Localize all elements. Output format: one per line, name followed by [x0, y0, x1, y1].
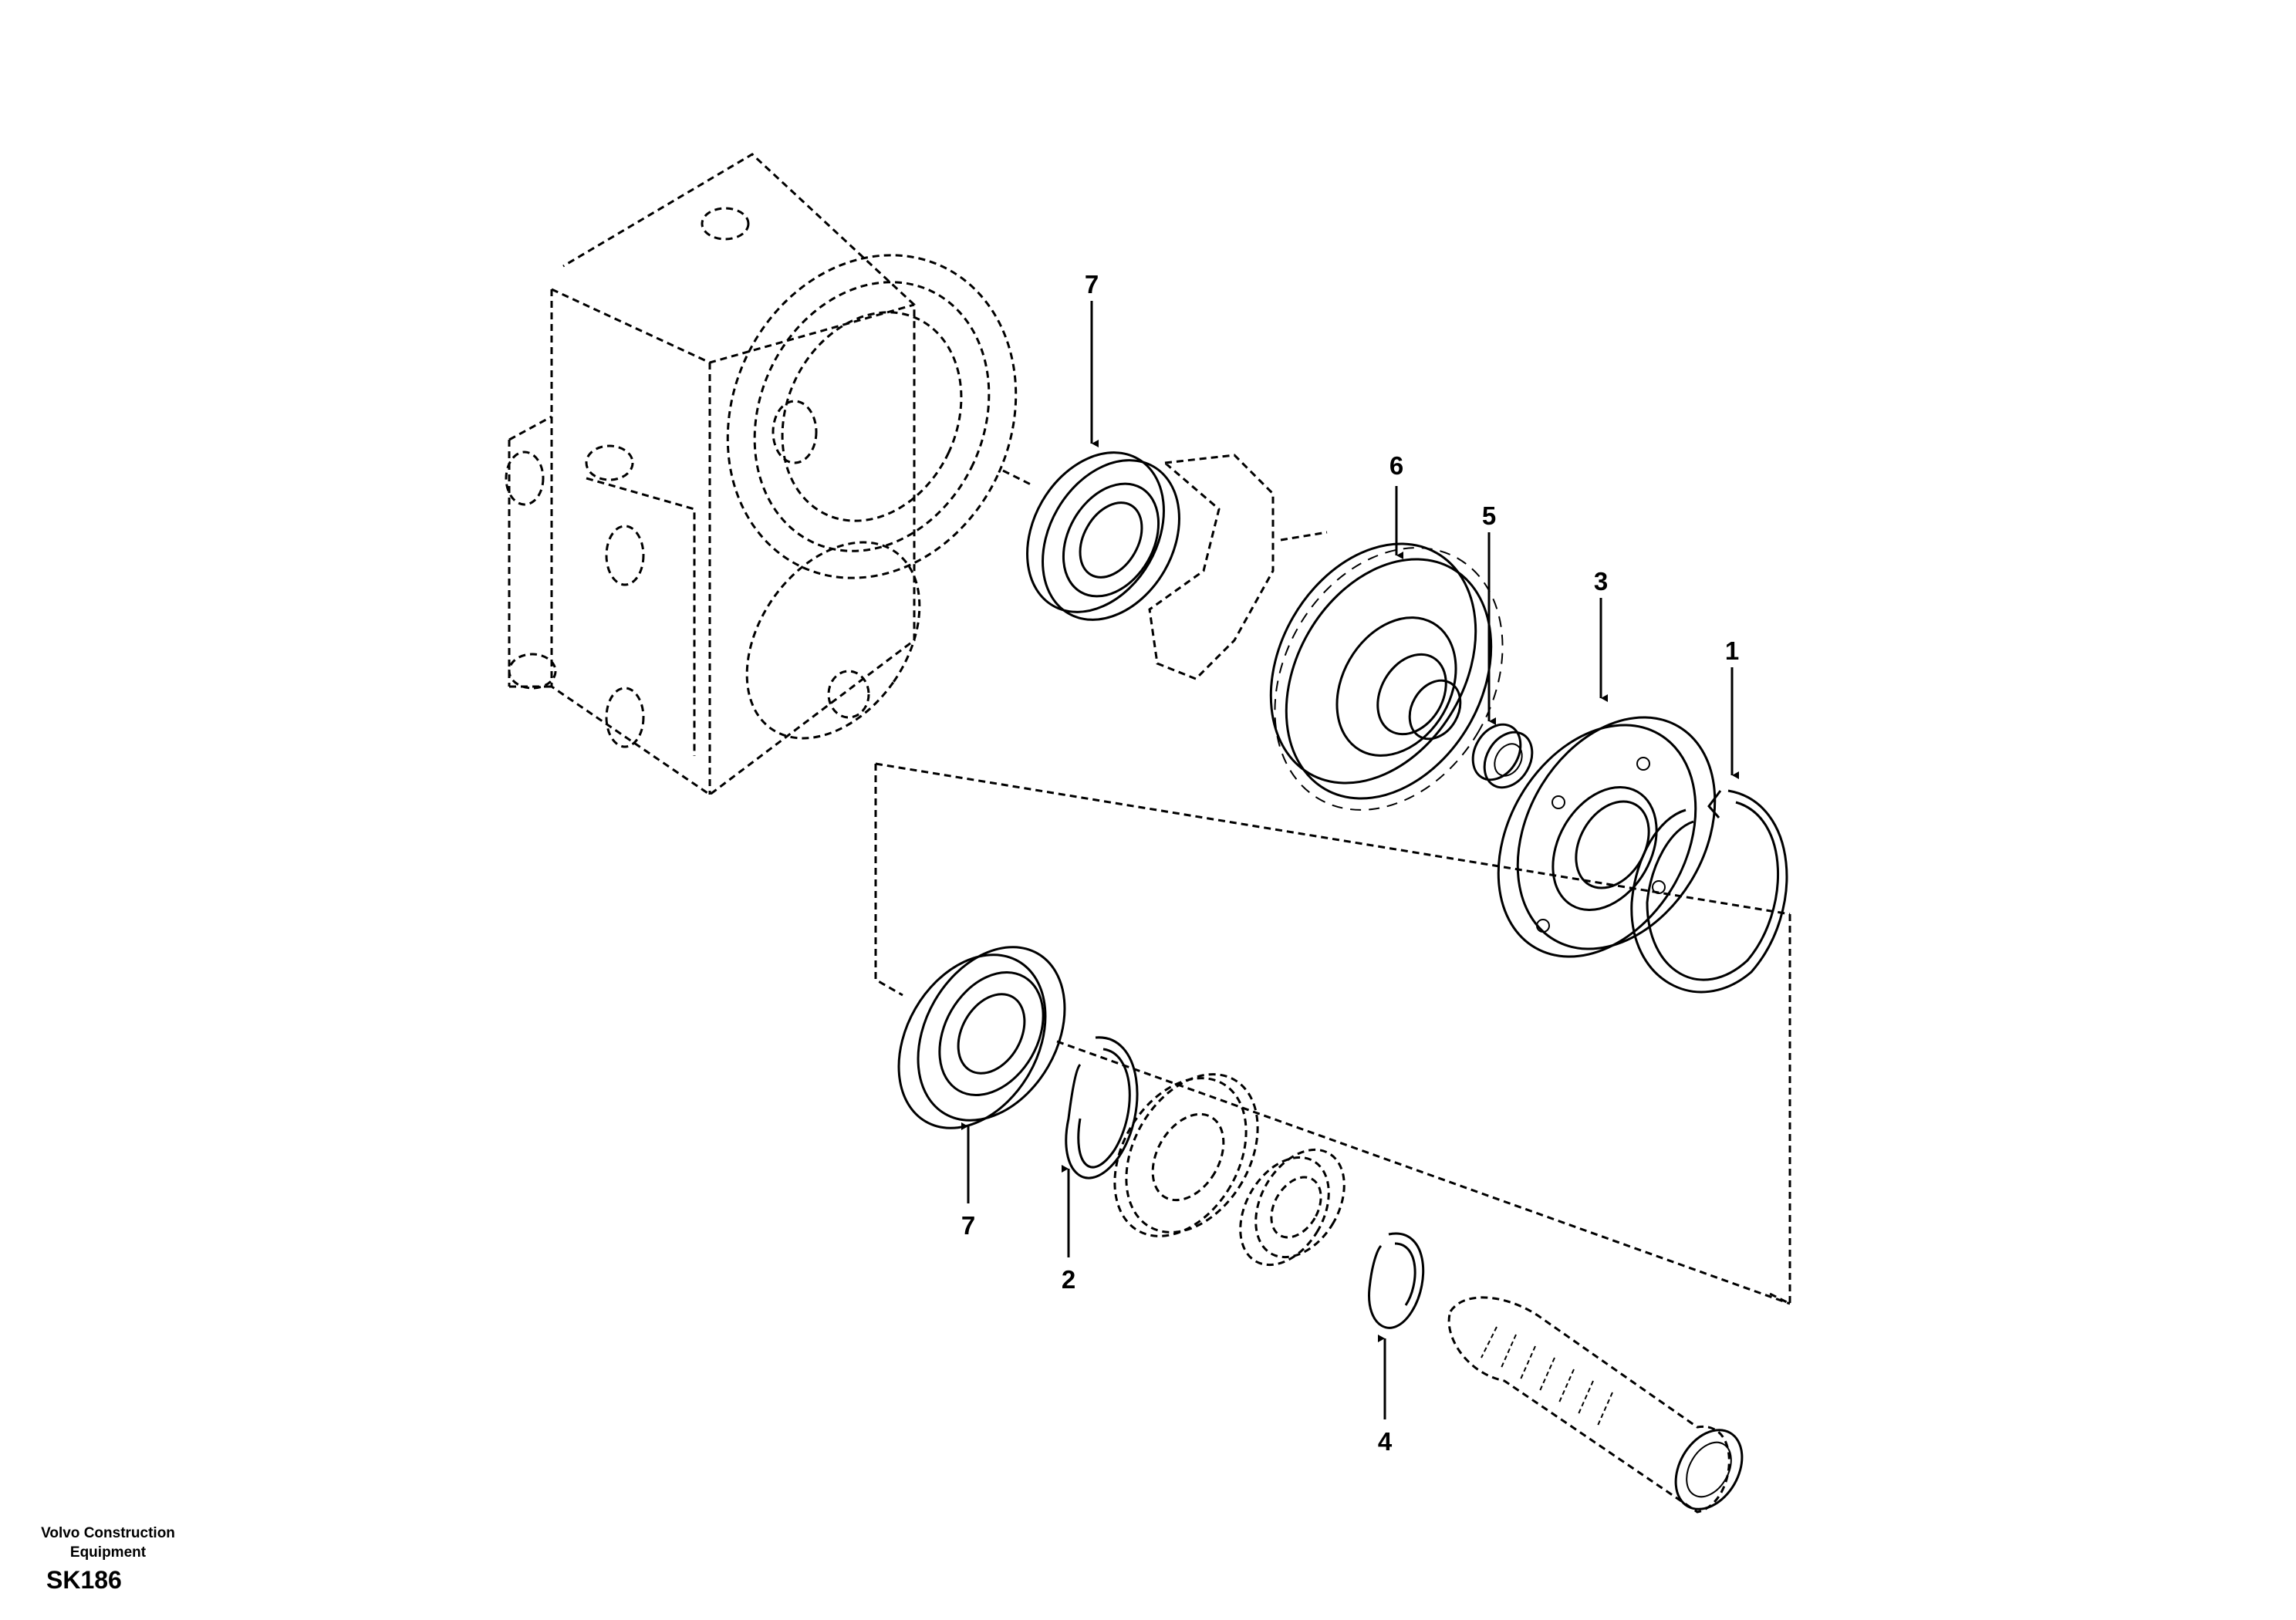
callout-2: 2 [1062, 1265, 1075, 1294]
callout-1: 1 [1725, 636, 1739, 665]
callout-7-lower: 7 [961, 1211, 975, 1240]
brand-line-2: Equipment [69, 1544, 147, 1561]
ball-bearing-lower [897, 946, 1066, 1129]
callout-labels: 7 6 5 3 1 7 2 4 [961, 270, 1739, 1456]
axis-line [1002, 469, 1035, 488]
phantom-bearing [1239, 1148, 1346, 1267]
gearbox-housing [505, 153, 1018, 796]
phantom-gear-lower [1113, 1073, 1259, 1237]
ball-bearing-upper [1026, 451, 1180, 621]
snap-ring-small [1368, 1232, 1425, 1329]
callout-5: 5 [1482, 501, 1496, 530]
splined-shaft [1447, 1296, 1744, 1514]
diagram-code: SK186 [46, 1566, 122, 1594]
snap-ring-medium [1065, 1036, 1139, 1180]
callout-arrows [961, 301, 1739, 1419]
snap-ring-large [1630, 789, 1788, 994]
cover-plate [1497, 716, 1717, 958]
retainer-bracket [1148, 454, 1328, 680]
needle-bearing [1471, 723, 1534, 789]
callout-4: 4 [1378, 1427, 1393, 1456]
brand-caption: Volvo Construction Equipment [23, 1524, 193, 1562]
callout-6: 6 [1389, 451, 1403, 480]
callout-7-upper: 7 [1085, 270, 1099, 299]
gear [1269, 542, 1504, 811]
brand-line-1: Volvo Construction [41, 1525, 175, 1541]
callout-3: 3 [1594, 567, 1608, 596]
